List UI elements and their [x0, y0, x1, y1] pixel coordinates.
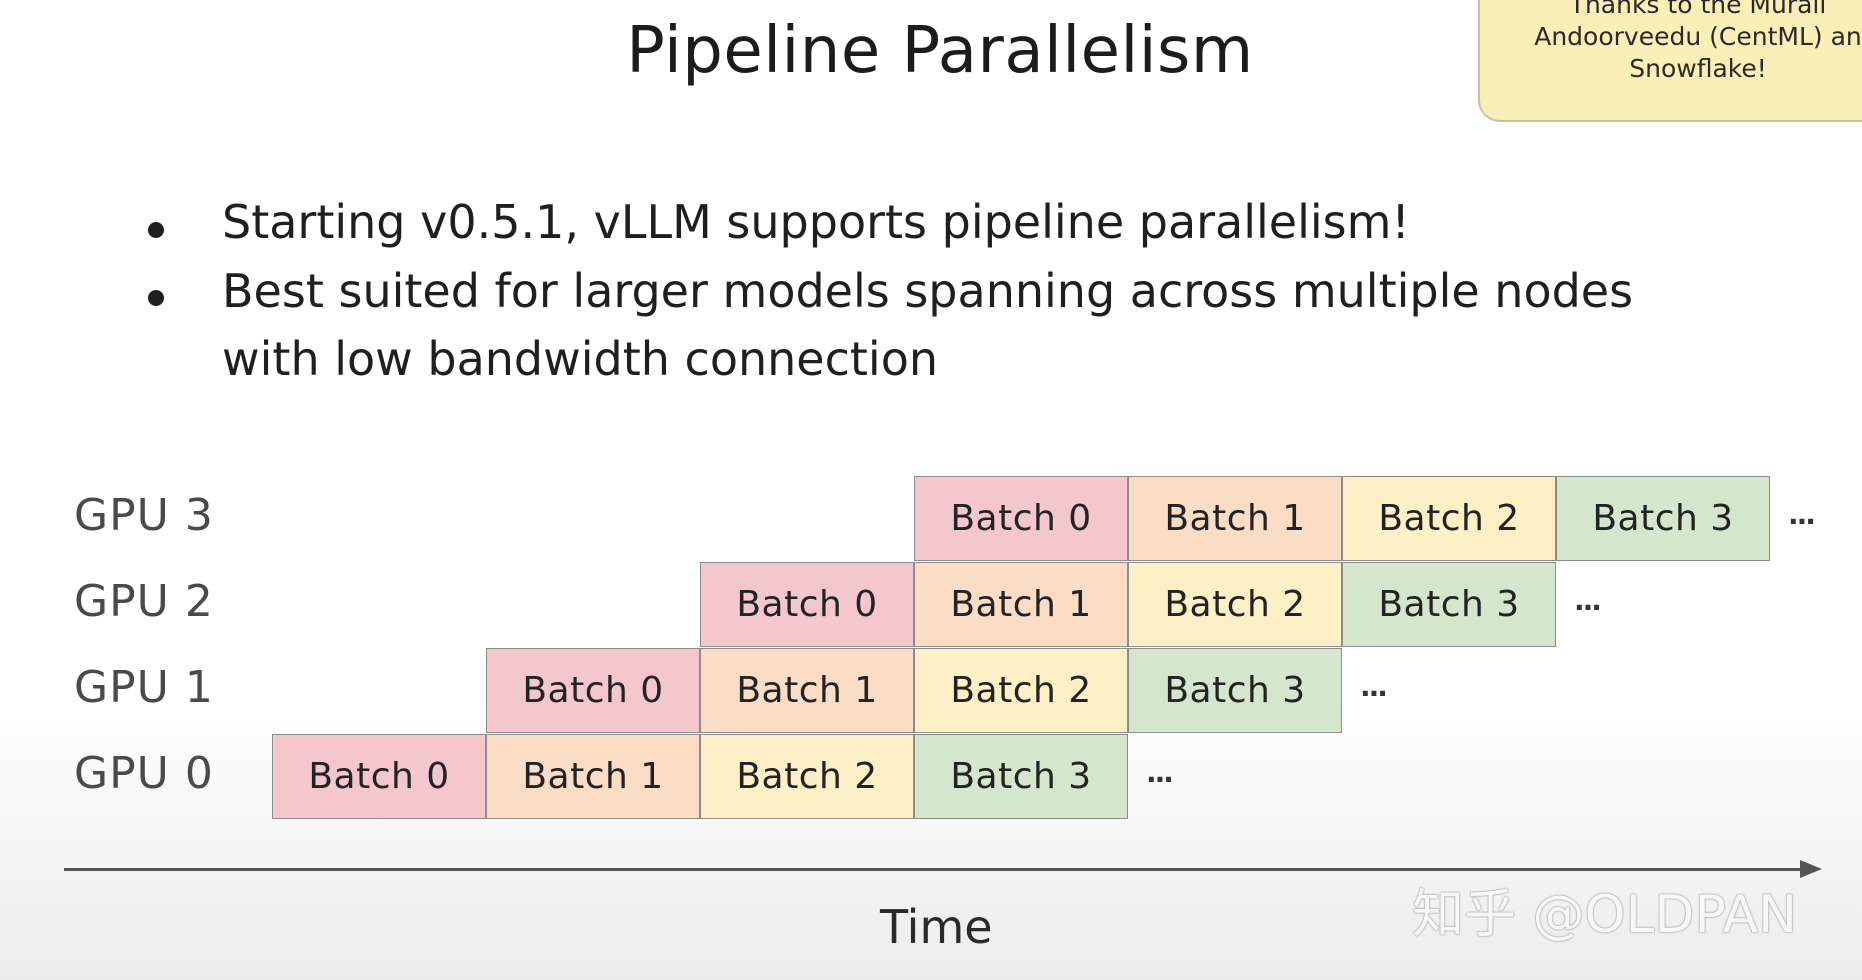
bullet-dot-2 — [148, 290, 164, 306]
gpu-label: GPU 1 — [74, 662, 214, 713]
time-axis-label: Time — [880, 900, 993, 954]
batch-cell: Batch 0 — [486, 648, 700, 733]
bullet-1: Starting v0.5.1, vLLM supports pipeline … — [222, 195, 1410, 249]
batch-cell: Batch 0 — [914, 476, 1128, 561]
batch-cell: Batch 2 — [1342, 476, 1556, 561]
batch-cell: Batch 0 — [700, 562, 914, 647]
note-line-1: Thanks to the Murali — [1569, 0, 1827, 19]
ellipsis-indicator: ... — [1146, 756, 1174, 789]
batch-cell: Batch 2 — [700, 734, 914, 819]
batch-cell: Batch 1 — [914, 562, 1128, 647]
watermark: 知乎 @OLDPAN — [1412, 885, 1797, 945]
batch-cell: Batch 3 — [914, 734, 1128, 819]
batch-cell: Batch 1 — [700, 648, 914, 733]
bullet-2: Best suited for larger models spanning a… — [222, 264, 1634, 318]
batch-cell: Batch 1 — [486, 734, 700, 819]
batch-cell: Batch 3 — [1556, 476, 1770, 561]
slide-title: Pipeline Parallelism — [626, 14, 1254, 88]
thanks-note: Thanks to the Murali Andoorveedu (CentML… — [1478, 0, 1862, 122]
bullet-2-continuation: with low bandwidth connection — [222, 332, 938, 386]
batch-cell: Batch 2 — [1128, 562, 1342, 647]
time-axis-arrow-icon — [1800, 860, 1822, 878]
ellipsis-indicator: ... — [1788, 498, 1816, 531]
batch-cell: Batch 3 — [1128, 648, 1342, 733]
batch-cell: Batch 0 — [272, 734, 486, 819]
gpu-label: GPU 0 — [74, 748, 214, 799]
time-axis-line — [64, 868, 1804, 871]
ellipsis-indicator: ... — [1360, 670, 1388, 703]
note-line-2: Andoorveedu (CentML) an — [1534, 22, 1862, 51]
gpu-label: GPU 2 — [74, 576, 214, 627]
bullet-dot-1 — [148, 222, 164, 238]
ellipsis-indicator: ... — [1574, 584, 1602, 617]
gpu-label: GPU 3 — [74, 490, 214, 541]
note-line-3: Snowflake! — [1629, 54, 1767, 83]
batch-cell: Batch 1 — [1128, 476, 1342, 561]
batch-cell: Batch 2 — [914, 648, 1128, 733]
batch-cell: Batch 3 — [1342, 562, 1556, 647]
